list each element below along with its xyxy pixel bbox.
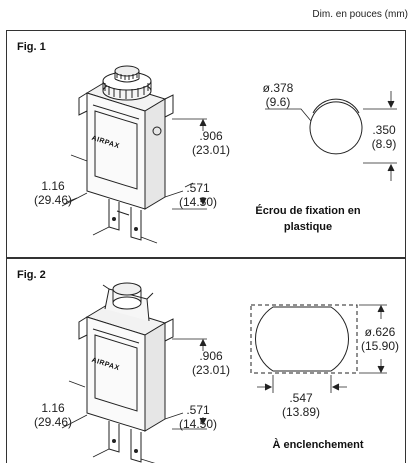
fig1-caption-line1: Écrou de fixation en — [255, 205, 361, 217]
fig1-depth-mm: (14.50) — [178, 195, 218, 209]
fig2-depth-in: .571 — [186, 403, 210, 417]
fig1-caption: Écrou de fixation en plastique — [233, 203, 383, 235]
fig1-nut-dia-mm: (9.6) — [265, 95, 291, 109]
fig1-height-mm: (23.01) — [191, 143, 231, 157]
fig2-flat-in: .547 — [289, 391, 313, 405]
fig1-depth-dimension: .571 (14.50) — [167, 181, 229, 209]
fig1-depth-in: .571 — [186, 181, 210, 195]
fig2-depth-mm: (14.50) — [178, 417, 218, 431]
figure-2-label: Fig. 2 — [17, 269, 46, 281]
units-note: Dim. en pouces (mm) — [312, 9, 408, 20]
fig2-width-in: 1.16 — [41, 401, 65, 415]
fig1-nut-dia-in: ø.378 — [262, 81, 294, 95]
figure-2-drawing — [61, 282, 387, 463]
figure-1-drawing — [61, 65, 397, 244]
fig1-flat-mm: (8.9) — [371, 137, 397, 151]
fig1-width-dimension: 1.16 (29.46) — [21, 179, 85, 207]
fig1-height-dimension: .906 (23.01) — [179, 129, 243, 157]
fig2-dia-in: ø.626 — [364, 325, 396, 339]
fig2-height-in: .906 — [199, 349, 223, 363]
fig2-height-mm: (23.01) — [191, 363, 231, 377]
fig1-caption-line2: plastique — [283, 221, 333, 233]
fig2-caption: À enclenchement — [272, 439, 364, 451]
cutout-outline-2 — [250, 304, 358, 374]
fig1-nut-flat: .350 (8.9) — [363, 123, 405, 151]
knurled-nut-1 — [102, 65, 152, 101]
fig1-width-in: 1.16 — [41, 179, 65, 193]
fig1-nut-diameter: ø.378 (9.6) — [255, 81, 301, 109]
snap-clip-2 — [102, 282, 154, 322]
fig2-width-dimension: 1.16 (29.46) — [21, 401, 85, 429]
breaker-body-1 — [78, 80, 174, 241]
figure-2-panel: Fig. 2 — [6, 258, 406, 463]
fig2-depth-dimension: .571 (14.50) — [167, 403, 229, 431]
nut-outline-1 — [309, 98, 363, 155]
fig1-width-mm: (29.46) — [33, 193, 73, 207]
fig2-diameter: ø.626 (15.90) — [353, 325, 405, 353]
fig1-flat-in: .350 — [372, 123, 396, 137]
fig2-flat: .547 (13.89) — [271, 391, 331, 419]
fig2-height-dimension: .906 (23.01) — [179, 349, 243, 377]
fig2-width-mm: (29.46) — [33, 415, 73, 429]
figure-1-label: Fig. 1 — [17, 41, 46, 53]
breaker-body-2 — [78, 304, 174, 463]
fig2-dia-mm: (15.90) — [360, 339, 400, 353]
fig1-height-in: .906 — [199, 129, 223, 143]
fig2-flat-mm: (13.89) — [281, 405, 321, 419]
figure-1-panel: Fig. 1 — [6, 30, 406, 258]
